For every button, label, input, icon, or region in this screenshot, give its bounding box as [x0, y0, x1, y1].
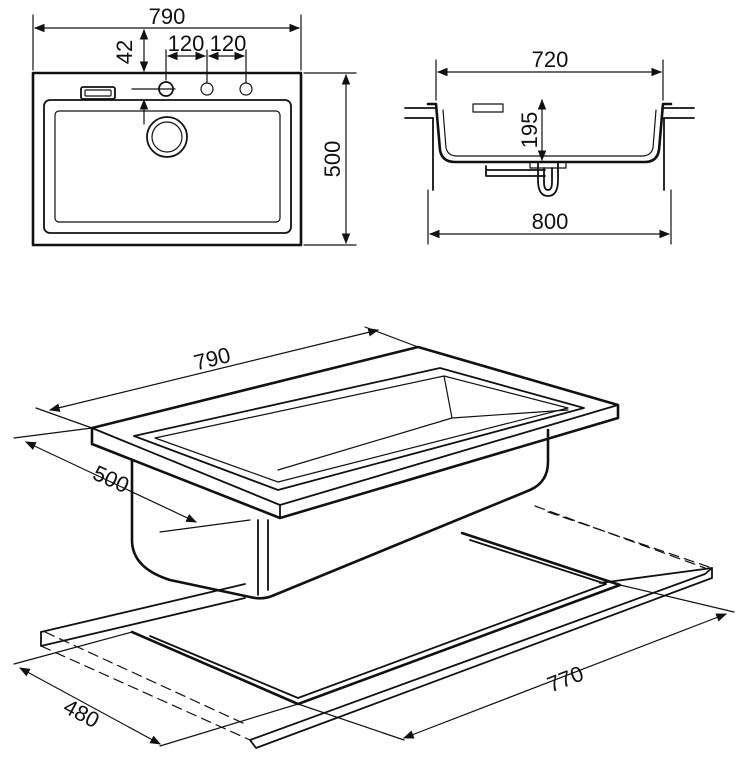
- side-bowl-width-label: 720: [532, 47, 569, 72]
- top-hole-spacing-label-2: 120: [210, 31, 247, 56]
- iso-bowl-depth-lines: [277, 375, 569, 471]
- top-tap-offset-dimension: 42: [112, 28, 176, 125]
- iso-sink-rim: [90, 345, 620, 520]
- top-hole-spacing-label-1: 120: [168, 31, 205, 56]
- top-width-dimension: 790: [32, 4, 302, 71]
- top-width-label: 790: [149, 4, 186, 29]
- tap-hole-knockout-icon: [200, 82, 214, 96]
- iso-width-dimension: 790: [35, 326, 419, 429]
- side-trap: [537, 161, 559, 197]
- side-cabinet-width-label: 800: [532, 209, 569, 234]
- iso-cutout-length-dimension: 770: [297, 584, 735, 741]
- side-view: 720 195 800: [404, 47, 695, 245]
- top-depth-dimension: 500: [303, 72, 357, 246]
- iso-basin-corner-lines: [257, 519, 269, 596]
- iso-cutout-depth-dimension: 480: [13, 631, 299, 747]
- side-cabinet-width-dimension: 800: [427, 189, 672, 245]
- side-overflow-box: [472, 103, 504, 113]
- iso-countertop: [40, 505, 713, 749]
- iso-sink-basin: [130, 428, 550, 600]
- top-view-outline: [31, 71, 303, 247]
- top-hole-spacing-dimension: 120 120: [165, 31, 247, 83]
- iso-view: 790 500 770 480: [13, 326, 735, 749]
- top-depth-label: 500: [320, 141, 345, 178]
- side-bowl-depth-dimension: 195: [517, 98, 547, 162]
- iso-cutout-depth-label: 480: [59, 694, 103, 733]
- overflow-grill-icon: [80, 86, 116, 100]
- top-view: 790 500 42 120 120: [31, 4, 357, 247]
- iso-bowl-opening: [133, 367, 585, 491]
- tap-hole-knockout-icon: [239, 82, 253, 96]
- top-view-bowl: [43, 99, 292, 234]
- iso-width-label: 790: [191, 342, 233, 375]
- side-countertop-left: [404, 107, 437, 119]
- iso-cutout-length-label: 770: [544, 661, 587, 697]
- side-bowl-depth-label: 195: [517, 112, 542, 149]
- top-tap-offset-label: 42: [112, 40, 137, 64]
- side-countertop-right: [661, 107, 695, 119]
- top-view-bowl-inner: [54, 110, 281, 223]
- side-bowl-width-dimension: 720: [435, 47, 664, 101]
- side-waste-pipe: [485, 165, 546, 177]
- drain-inner-icon: [151, 121, 183, 153]
- drain-icon: [146, 116, 188, 158]
- side-sink-inner: [442, 109, 657, 157]
- overflow-slot-icon: [84, 89, 112, 97]
- side-sink-body: [426, 102, 673, 164]
- iso-depth-label: 500: [89, 460, 133, 498]
- side-drain-flange: [529, 161, 567, 169]
